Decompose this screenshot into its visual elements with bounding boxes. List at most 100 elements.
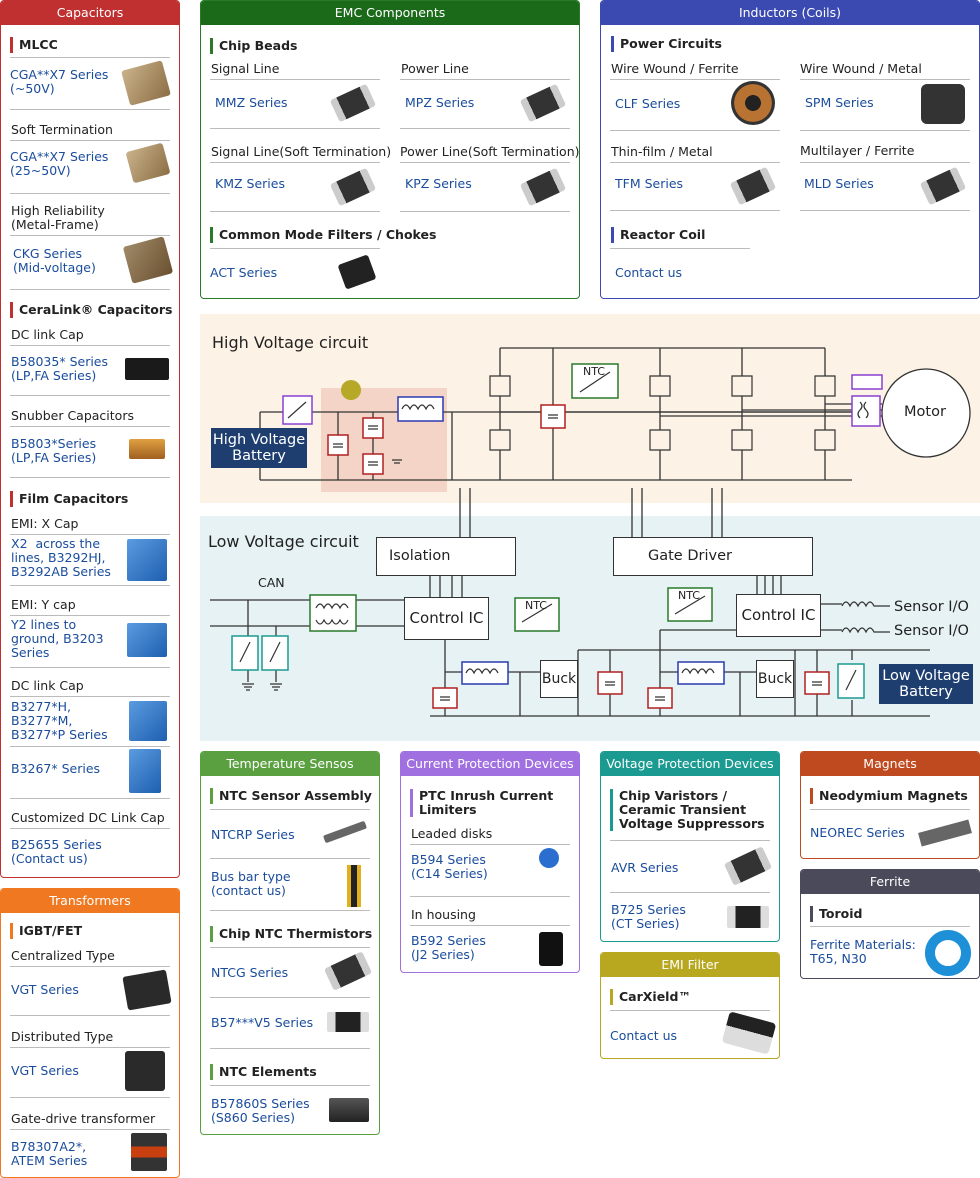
ferrite-panel: Ferrite Toroid Ferrite Materials: T65, N… [800,869,980,979]
circuit-diagram [210,347,971,717]
kmz-link[interactable]: KMZ Series [215,176,285,191]
signal-line-label: Signal Line [211,61,280,76]
ntcg-link[interactable]: NTCG Series [211,965,289,980]
lv-battery: Low Voltage Battery [879,664,973,704]
b592-link[interactable]: B592 Series (J2 Series) [411,933,486,962]
b592-image [539,932,563,966]
b5803-link[interactable]: B5803*Series (LP,FA Series) [11,436,97,465]
ckg-image [122,236,174,284]
kpz-link[interactable]: KPZ Series [405,176,472,191]
ceralink-heading: CeraLink® Capacitors [10,302,172,318]
b3267-link[interactable]: B3267* Series [11,761,101,776]
b57860-link[interactable]: B57860S Series (S860 Series) [211,1096,310,1125]
b725-link[interactable]: B725 Series (CT Series) [611,902,686,931]
cmf-heading: Common Mode Filters / Chokes [210,227,436,243]
vpd-panel: Voltage Protection Devices Chip Varistor… [600,751,780,942]
motor-label: Motor [904,404,946,420]
mld-link[interactable]: MLD Series [804,176,874,191]
ferrite-header: Ferrite [801,870,979,894]
temp-header: Temperature Sensos [201,752,379,776]
vgt-link-1[interactable]: VGT Series [11,982,79,997]
cga-x7-link-1[interactable]: CGA**X7 Series (~50V) [10,67,109,96]
clf-image [731,81,775,125]
tf-metal-label: Thin-film / Metal [611,144,713,159]
dc-link-label-1: DC link Cap [11,327,84,342]
b78307-link[interactable]: B78307A2*, ATEM Series [11,1139,88,1168]
mpz-link[interactable]: MPZ Series [405,95,475,110]
capacitors-panel: Capacitors MLCC CGA**X7 Series (~50V) So… [0,0,180,878]
tfm-link[interactable]: TFM Series [615,176,684,191]
tfm-image [729,166,777,206]
avr-image [723,846,773,886]
x-cap-image [127,539,167,581]
emi-header: EMI Filter [601,953,779,977]
mmz-link[interactable]: MMZ Series [215,95,288,110]
can-label: CAN [258,575,285,590]
neodymium-heading: Neodymium Magnets [810,788,968,804]
ww-metal-label: Wire Wound / Metal [800,61,922,76]
ntcg-image [323,951,373,991]
reactor-contact-link[interactable]: Contact us [615,265,683,280]
spm-link[interactable]: SPM Series [805,95,874,110]
carxield-heading: CarXield™ [610,989,691,1005]
spm-image [921,84,965,124]
b57-link[interactable]: B57***V5 Series [211,1015,314,1030]
temp-panel: Temperature Sensos NTC Sensor Assembly N… [200,751,380,1135]
signal-st-label: Signal Line(Soft Termination) [211,144,392,159]
transformers-panel: Transformers IGBT/FET Centralized Type V… [0,888,180,1178]
custom-dc-link-label: Customized DC Link Cap [11,810,165,825]
distributed-label: Distributed Type [11,1029,114,1044]
lv-title: Low Voltage circuit [208,532,359,551]
b25655-link[interactable]: B25655 Series (Contact us) [11,837,102,866]
isolation-box [376,537,516,576]
snubber-label: Snubber Capacitors [11,408,134,423]
chip-beads-heading: Chip Beads [210,38,298,54]
mlcc-soft-image [125,142,171,184]
act-image [337,254,377,290]
y2-link[interactable]: Y2 lines to ground, B3203 Series [11,617,104,660]
y-cap-image [127,623,167,657]
reactor-coil-heading: Reactor Coil [611,227,705,243]
clf-link[interactable]: CLF Series [615,96,681,111]
power-line-label: Power Line [401,61,469,76]
gate-drive-label: Gate-drive transformer [11,1111,156,1126]
neorec-link[interactable]: NEOREC Series [810,825,905,840]
gate-driver-box [613,537,813,576]
ntcrp-link[interactable]: NTCRP Series [211,827,295,842]
avr-link[interactable]: AVR Series [611,860,679,875]
ferrite-materials-link[interactable]: Ferrite Materials: T65, N30 [810,937,916,966]
dc-link-image-2 [129,749,161,793]
b3277-link[interactable]: B3277*H, B3277*M, B3277*P Series [11,699,108,742]
x2-link[interactable]: X2 across the lines, B3292HJ, B3292AB Se… [11,536,111,579]
ww-ferrite-label: Wire Wound / Ferrite [611,61,739,76]
control-ic-box-1: Control IC [404,597,489,640]
isolation-label: Isolation [389,548,451,564]
gate-drive-image [131,1133,167,1171]
b594-link[interactable]: B594 Series (C14 Series) [411,852,488,881]
ckg-series-link[interactable]: CKG Series (Mid-voltage) [13,246,96,275]
cga-x7-link-2[interactable]: CGA**X7 Series (25~50V) [10,149,109,178]
b725-image [727,906,769,928]
vgt-image-2 [125,1051,165,1091]
emi-y-label: EMI: Y cap [11,597,76,612]
magnets-header: Magnets [801,752,979,776]
film-caps-heading: Film Capacitors [10,491,128,507]
toroid-image [925,930,971,976]
ntc-elements-heading: NTC Elements [210,1064,317,1080]
b58035-link[interactable]: B58035* Series (LP,FA Series) [11,354,109,383]
igbt-fet-heading: IGBT/FET [10,923,82,939]
kpz-image [519,167,567,207]
dc-link-image-1 [129,701,167,741]
chip-ntc-heading: Chip NTC Thermistors [210,926,372,942]
act-link[interactable]: ACT Series [210,265,278,280]
toroid-heading: Toroid [810,906,862,922]
soft-termination-label: Soft Termination [11,122,113,137]
hv-battery: High Voltage Battery [211,428,307,468]
mlcc-heading: MLCC [10,37,58,53]
buck-box-2: Buck [756,660,794,698]
busbar-link[interactable]: Bus bar type (contact us) [211,869,291,898]
capacitors-header: Capacitors [1,1,179,25]
emi-contact-link[interactable]: Contact us [610,1028,678,1043]
hv-title: High Voltage circuit [212,333,369,352]
vgt-link-2[interactable]: VGT Series [11,1063,79,1078]
